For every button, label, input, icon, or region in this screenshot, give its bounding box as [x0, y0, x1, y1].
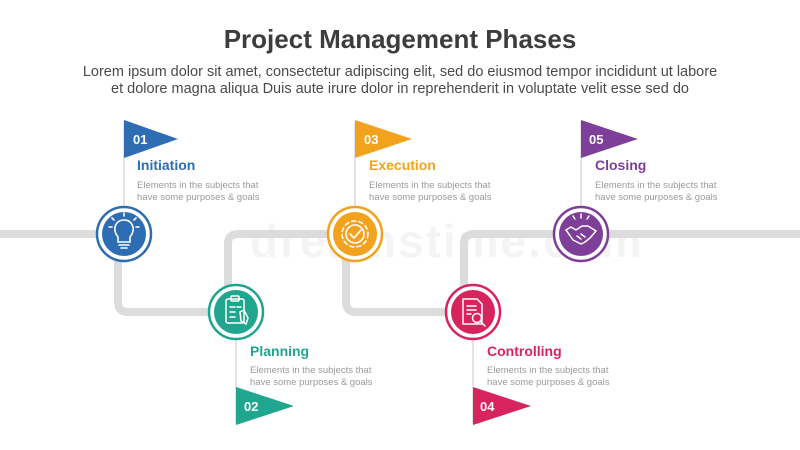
flag-04: 04 [473, 387, 531, 425]
phase-node-05 [552, 205, 610, 263]
phase-desc-line: Elements in the subjects that [250, 365, 372, 376]
flag-02: 02 [236, 387, 294, 425]
page-title: Project Management Phases [223, 24, 577, 54]
phase-desc-closing: Elements in the subjects that have some … [595, 180, 735, 204]
phase-desc-line: Elements in the subjects that [487, 365, 609, 376]
timeline-road [0, 230, 800, 316]
phase-desc-line: Elements in the subjects that [137, 180, 259, 191]
phase-label-controlling: Controlling [487, 343, 562, 359]
flag-number-02: 02 [244, 399, 258, 414]
page-subtitle: Lorem ipsum dolor sit amet, consectetur … [20, 64, 780, 98]
flag-number-05: 05 [589, 132, 603, 147]
phase-desc-line: have some purposes & goals [595, 192, 718, 203]
phase-label-planning: Planning [250, 343, 310, 359]
flag-number-01: 01 [133, 132, 147, 147]
flag-05: 05 [581, 120, 638, 158]
phase-desc-line: have some purposes & goals [250, 377, 373, 388]
phase-desc-initiation: Elements in the subjects that have some … [137, 180, 277, 204]
phase-desc-line: Elements in the subjects that [595, 180, 717, 191]
phase-label-execution: Execution [369, 157, 436, 173]
phase-desc-planning: Elements in the subjects that have some … [250, 365, 390, 389]
phase-label-closing: Closing [595, 157, 647, 173]
phase-node-02 [207, 283, 265, 341]
subtitle-line-2: et dolore magna aliqua Duis aute irure d… [111, 81, 689, 97]
handshake-icon [565, 213, 597, 245]
phase-node-03 [326, 205, 384, 263]
document-search-icon [462, 298, 486, 327]
phase-desc-line: have some purposes & goals [137, 192, 260, 203]
lightbulb-icon [108, 212, 140, 249]
phase-desc-line: have some purposes & goals [369, 192, 492, 203]
gear-check-icon [341, 220, 369, 248]
phase-desc-line: have some purposes & goals [487, 377, 610, 388]
phase-node-04 [444, 283, 502, 341]
flag-number-03: 03 [364, 132, 378, 147]
phase-desc-execution: Elements in the subjects that have some … [369, 180, 509, 204]
phase-label-initiation: Initiation [137, 157, 196, 173]
flag-03: 03 [355, 120, 412, 158]
phase-node-01 [95, 205, 153, 263]
flag-number-04: 04 [480, 399, 495, 414]
phase-desc-controlling: Elements in the subjects that have some … [487, 365, 627, 389]
clipboard-icon [225, 295, 249, 326]
flag-01: 01 [124, 120, 178, 158]
phase-desc-line: Elements in the subjects that [369, 180, 491, 191]
subtitle-line-1: Lorem ipsum dolor sit amet, consectetur … [82, 64, 718, 80]
